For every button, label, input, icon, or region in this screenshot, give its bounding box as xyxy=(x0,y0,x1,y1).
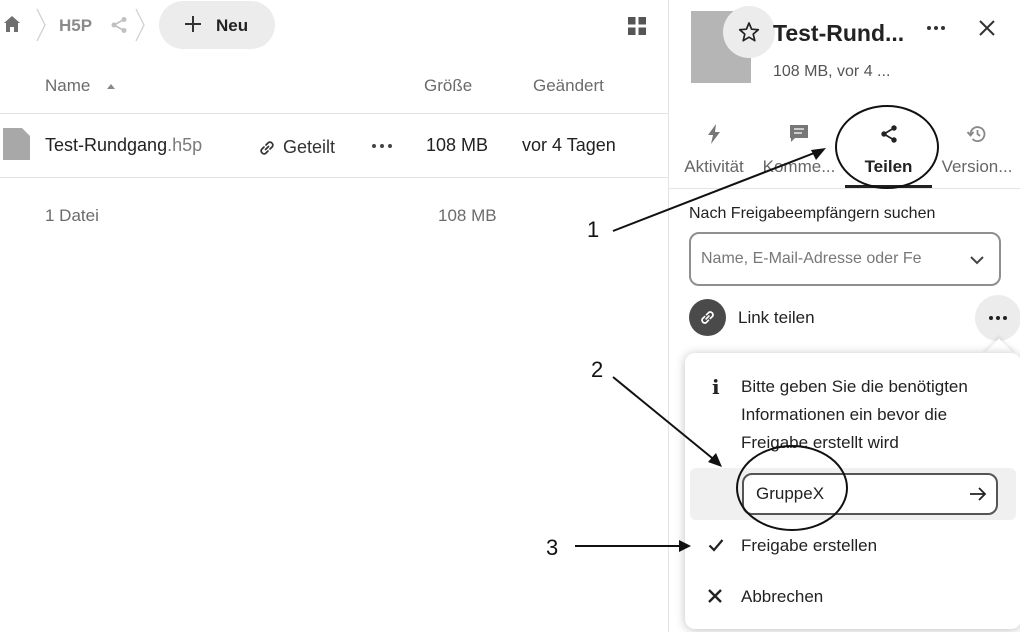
link-icon xyxy=(260,141,274,155)
plus-icon xyxy=(185,16,201,32)
link-share-label: Link teilen xyxy=(738,308,815,327)
tab-label: Komme... xyxy=(762,157,836,176)
cancel-button[interactable]: Abbrechen xyxy=(690,575,1016,619)
tab-label: Aktivität xyxy=(684,157,744,176)
more-actions-icon[interactable] xyxy=(926,24,946,32)
link-share-avatar xyxy=(689,299,726,336)
home-icon[interactable] xyxy=(3,15,21,33)
grid-view-icon[interactable] xyxy=(628,17,646,35)
star-icon xyxy=(738,22,760,42)
password-input[interactable] xyxy=(756,483,956,505)
file-count: 1 Datei xyxy=(45,206,99,225)
file-size: 108 MB xyxy=(426,135,489,155)
arrow-right-icon[interactable] xyxy=(969,486,987,502)
share-icon xyxy=(880,125,897,143)
checkmark-icon xyxy=(708,539,724,552)
new-button[interactable]: Neu xyxy=(159,1,275,49)
tab-versions[interactable]: Version... xyxy=(936,118,1018,186)
tab-comments[interactable]: Komme... xyxy=(759,118,839,186)
tab-activity[interactable]: Aktivität xyxy=(677,118,751,186)
tab-label: Teilen xyxy=(864,157,913,176)
more-actions-icon[interactable] xyxy=(371,142,393,150)
create-share-button[interactable]: Freigabe erstellen xyxy=(690,524,1016,568)
tab-share[interactable]: Teilen xyxy=(845,118,932,186)
close-icon xyxy=(708,589,722,603)
history-icon xyxy=(966,126,986,142)
file-list-panel: H5P Neu Name Größe Geändert xyxy=(0,0,668,225)
comment-icon xyxy=(790,125,808,142)
annotation-number-2: 2 xyxy=(591,357,604,382)
sort-ascending-icon[interactable] xyxy=(106,82,116,90)
sharee-search-input[interactable] xyxy=(701,246,953,272)
sidebar-subtitle: 108 MB, vor 4 ... xyxy=(773,63,891,80)
divider xyxy=(0,177,668,178)
tab-label: Version... xyxy=(941,157,1013,176)
details-sidebar: Test-Rund... 108 MB, vor 4 ... Aktivität… xyxy=(668,0,1020,632)
create-share-label: Freigabe erstellen xyxy=(741,536,878,555)
column-header-modified[interactable]: Geändert xyxy=(533,76,604,95)
shared-status[interactable]: Geteilt xyxy=(283,137,336,157)
lightning-icon xyxy=(708,124,720,144)
favorite-button[interactable] xyxy=(723,6,775,58)
divider xyxy=(669,188,1020,189)
annotation-number-1: 1 xyxy=(587,217,600,242)
divider xyxy=(0,113,668,114)
link-share-menu-button[interactable] xyxy=(975,295,1020,341)
close-icon[interactable] xyxy=(978,19,996,37)
link-icon xyxy=(701,311,714,324)
more-actions-icon xyxy=(989,316,1007,320)
file-modified: vor 4 Tagen xyxy=(522,135,616,155)
chevron-down-icon[interactable] xyxy=(969,252,985,268)
file-name[interactable]: Test-Rundgang.h5p xyxy=(45,135,203,155)
total-size: 108 MB xyxy=(438,206,497,225)
sharee-search-box[interactable] xyxy=(689,232,1001,286)
info-message: Bitte geben Sie die benötigten Informati… xyxy=(741,377,968,452)
new-button-label: Neu xyxy=(216,16,249,35)
breadcrumb-separator-icon xyxy=(135,8,145,42)
annotation-number-3: 3 xyxy=(546,535,559,560)
sidebar-title: Test-Rund... xyxy=(773,20,905,46)
breadcrumb-separator-icon xyxy=(36,8,46,42)
sharee-search-label: Nach Freigabeempfängern suchen xyxy=(689,205,936,222)
column-header-name[interactable]: Name xyxy=(45,76,91,95)
info-icon: i xyxy=(712,375,720,399)
share-icon[interactable] xyxy=(110,16,128,34)
breadcrumb-folder[interactable]: H5P xyxy=(59,16,93,35)
link-share-popover: i Bitte geben Sie die benötigten Informa… xyxy=(685,353,1020,629)
column-header-size[interactable]: Größe xyxy=(424,76,473,95)
cancel-label: Abbrechen xyxy=(741,587,824,606)
password-row xyxy=(690,468,1016,520)
file-icon xyxy=(3,128,30,160)
top-bar: H5P Neu xyxy=(0,0,668,52)
password-box[interactable] xyxy=(742,473,998,515)
